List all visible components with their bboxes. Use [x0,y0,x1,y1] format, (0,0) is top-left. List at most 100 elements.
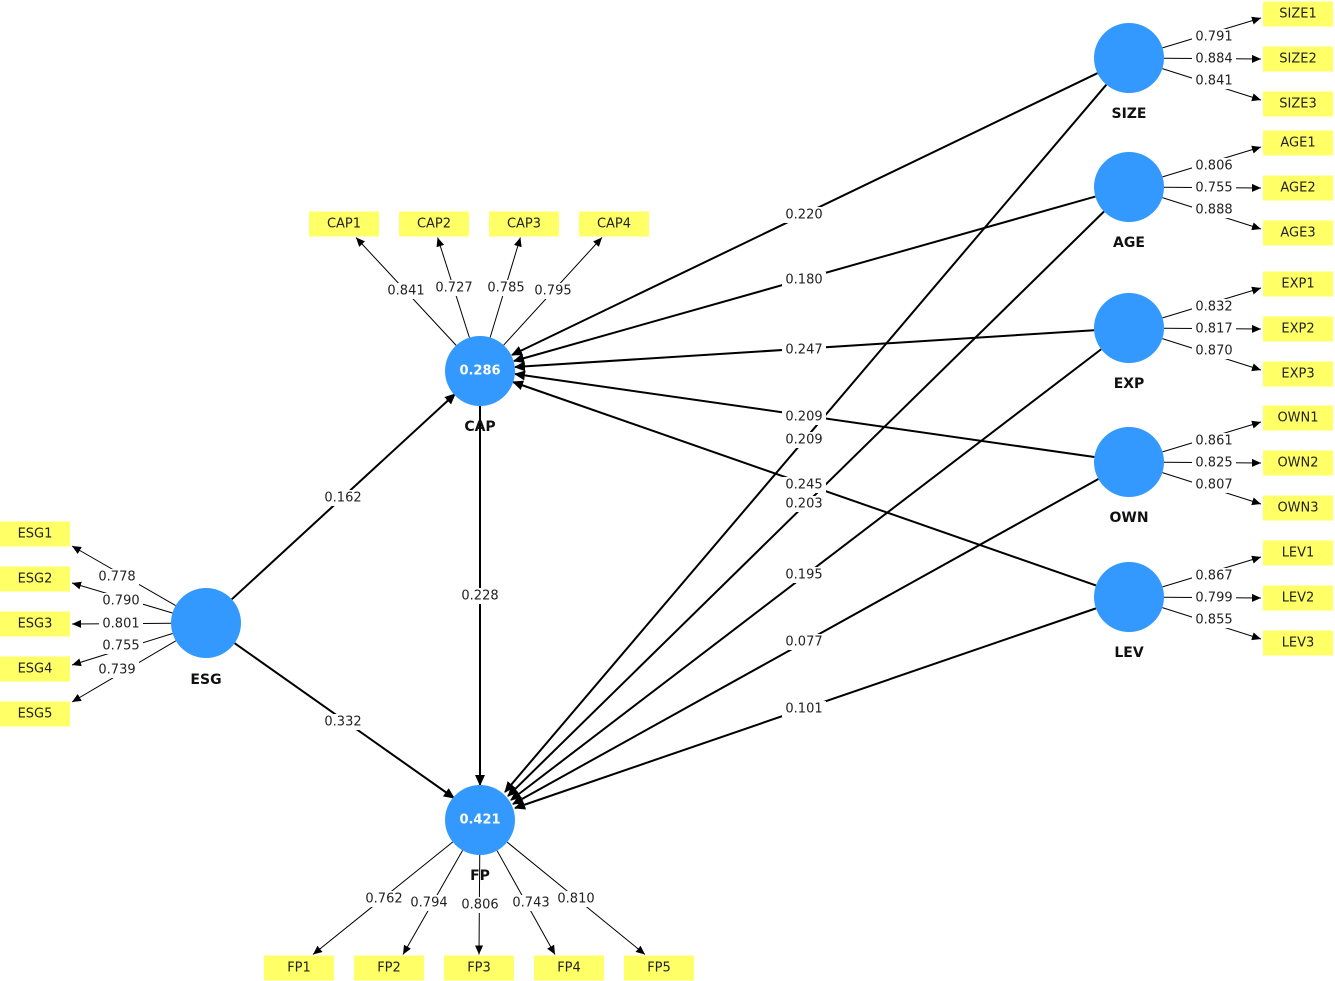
loading-value-cap4-text: 0.795 [534,284,571,299]
loading-value-cap3-text: 0.785 [487,281,524,296]
coef-exp-cap-text: 0.247 [785,343,822,358]
indicator-label: EXP2 [1281,322,1314,337]
loading-value-size2-text: 0.884 [1195,52,1232,67]
latent-name: ESG [190,672,221,688]
latent-circle [1094,293,1164,363]
indicator-exp2: EXP2 [1263,316,1333,342]
loading-value-own3-text: 0.807 [1195,478,1232,493]
indicator-cap4: CAP4 [579,211,649,237]
indicator-exp3: EXP3 [1263,361,1333,387]
indicator-label: LEV1 [1282,546,1315,561]
loading-value-fp2: 0.794 [407,895,451,911]
indicator-size1: SIZE1 [1263,1,1333,27]
loading-value-lev2-text: 0.799 [1195,591,1232,606]
indicator-fp3: FP3 [444,955,514,981]
loading-value-exp1: 0.832 [1192,299,1236,315]
loading-value-own2-text: 0.825 [1195,456,1232,471]
latent-name: OWN [1109,510,1148,526]
measurement-loadings [71,16,1262,955]
indicator-label: CAP3 [507,217,541,232]
loading-value-age1: 0.806 [1192,158,1236,174]
coef-age-fp-text: 0.203 [785,497,822,512]
coefficient-labels: 0.1620.3320.2280.2200.1800.2470.2090.245… [95,29,1236,913]
coef-own-cap-text: 0.209 [785,410,822,425]
indicator-age1: AGE1 [1263,130,1333,156]
loading-value-size1: 0.791 [1192,29,1236,45]
indicator-label: AGE2 [1280,181,1315,196]
r-squared-value: 0.421 [459,813,500,828]
indicator-label: FP4 [557,961,581,976]
loading-value-fp4: 0.743 [509,895,553,911]
indicator-label: ESG5 [18,707,53,722]
loading-value-esg4: 0.755 [99,638,143,654]
loading-value-lev3-text: 0.855 [1195,613,1232,628]
coef-exp-fp: 0.195 [782,567,826,583]
indicator-label: LEV3 [1282,636,1315,651]
indicator-esg2: ESG2 [0,566,70,592]
latent-circle [445,336,515,406]
loading-value-fp1-text: 0.762 [365,892,402,907]
indicator-label: CAP2 [417,217,451,232]
indicator-cap3: CAP3 [489,211,559,237]
loading-value-cap1-text: 0.841 [387,284,424,299]
indicator-label: FP3 [467,961,491,976]
indicator-label: OWN3 [1277,501,1318,516]
indicator-esg4: ESG4 [0,656,70,682]
indicator-cap1: CAP1 [309,211,379,237]
loading-value-lev1: 0.867 [1192,568,1236,584]
coef-cap-fp-text: 0.228 [461,589,498,604]
loading-value-cap2-text: 0.727 [435,281,472,296]
latent-name: AGE [1113,235,1145,251]
loading-value-esg2-text: 0.790 [102,594,139,609]
latent-name: CAP [464,419,495,435]
latent-circle [1094,152,1164,222]
coef-age-fp: 0.203 [782,496,826,512]
structural-paths [231,72,1108,810]
latent-circle [1094,23,1164,93]
indicator-label: LEV2 [1282,591,1315,606]
coef-age-cap: 0.180 [782,272,826,288]
coef-esg-fp-text: 0.332 [324,715,361,730]
indicator-fp1: FP1 [264,955,334,981]
loading-value-esg3: 0.801 [99,616,143,632]
indicator-label: SIZE2 [1279,52,1316,67]
indicator-label: EXP1 [1281,277,1314,292]
indicator-label: EXP3 [1281,367,1314,382]
loading-value-esg1-text: 0.778 [98,570,135,585]
latent-lev: LEV [1094,562,1164,661]
coef-lev-cap: 0.245 [782,477,826,493]
latent-name: SIZE [1111,106,1146,122]
indicator-label: OWN2 [1277,456,1318,471]
loading-value-fp5-text: 0.810 [557,892,594,907]
coef-lev-cap-text: 0.245 [785,478,822,493]
indicator-label: ESG3 [18,617,53,632]
latent-circle [171,588,241,658]
latent-esg: ESG [171,588,241,688]
loading-value-age1-text: 0.806 [1195,159,1232,174]
indicator-age2: AGE2 [1263,175,1333,201]
indicator-size2: SIZE2 [1263,46,1333,72]
loading-value-lev3: 0.855 [1192,612,1236,628]
indicator-lev2: LEV2 [1263,585,1333,611]
indicator-lev1: LEV1 [1263,540,1333,566]
loading-value-fp5: 0.810 [554,891,598,907]
loading-value-lev2: 0.799 [1192,590,1236,606]
indicator-own1: OWN1 [1263,405,1333,431]
loading-value-lev1-text: 0.867 [1195,569,1232,584]
loading-value-fp3: 0.806 [458,897,502,913]
loading-value-own1-text: 0.861 [1195,434,1232,449]
coef-own-fp: 0.077 [782,634,826,650]
latent-size: SIZE [1094,23,1164,122]
loading-value-exp2-text: 0.817 [1195,322,1232,337]
loading-value-exp2: 0.817 [1192,321,1236,337]
loading-value-exp3: 0.870 [1192,343,1236,359]
coef-cap-fp: 0.228 [458,588,502,604]
indicator-label: FP2 [377,961,401,976]
indicator-label: ESG1 [18,527,53,542]
loading-value-fp1: 0.762 [362,891,406,907]
loading-value-cap1: 0.841 [384,283,428,299]
coef-lev-fp-text: 0.101 [785,702,822,717]
